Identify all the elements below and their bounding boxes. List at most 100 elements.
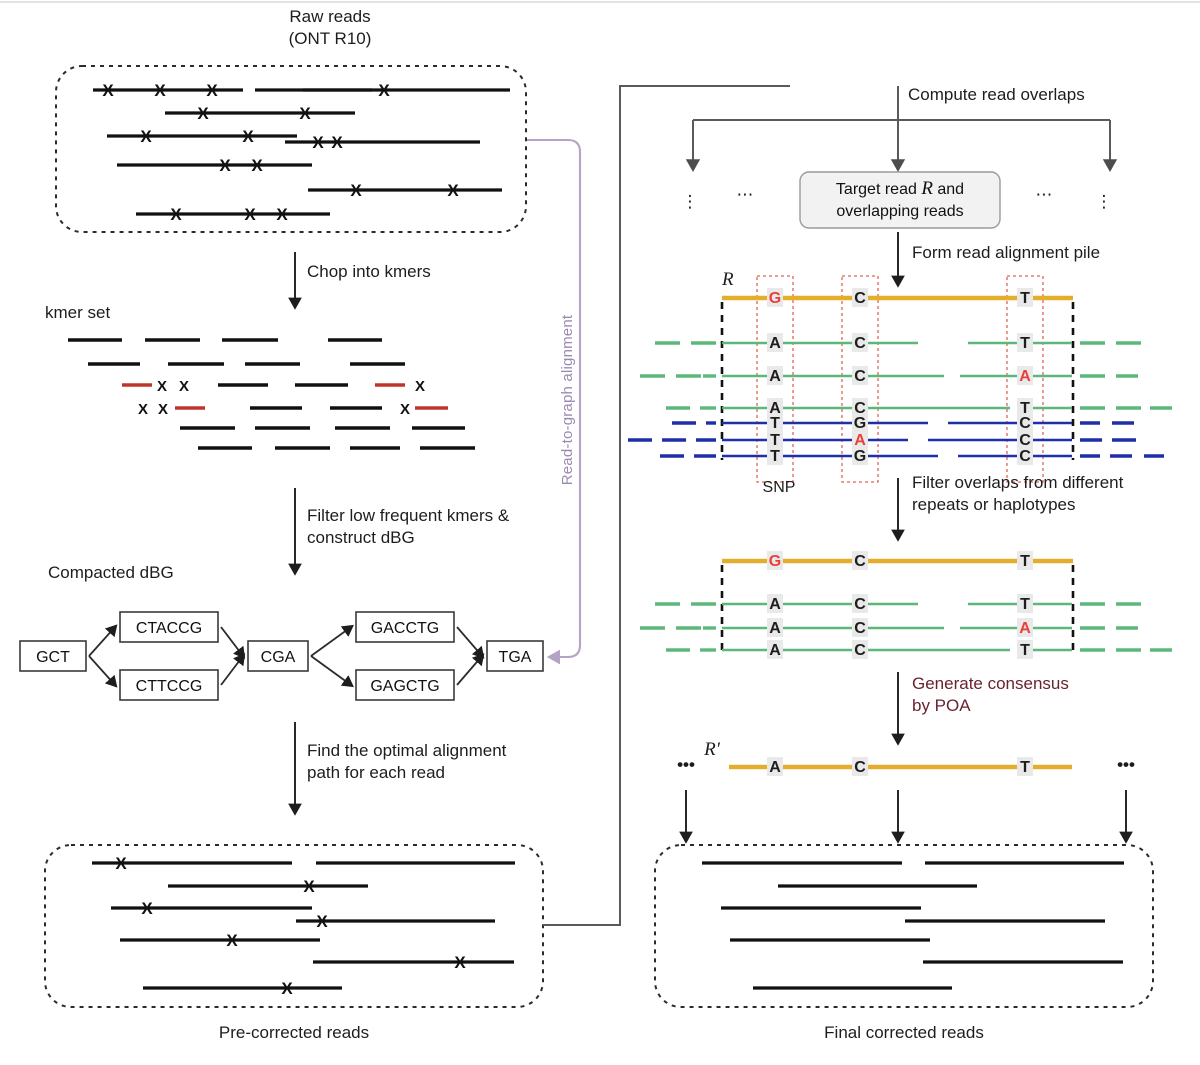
- dbg-node[interactable]: TGA: [486, 640, 544, 672]
- kmer-set-label: kmer set: [45, 303, 110, 322]
- overlap-base: A: [769, 596, 781, 613]
- base-highlight: [767, 333, 783, 352]
- ellipsis-left: ⋯: [737, 185, 754, 204]
- snp-column-box-1: [841, 275, 879, 483]
- step-consensus-group: Generate consensus by POA: [891, 672, 1069, 746]
- dbg-node[interactable]: GACCTG: [355, 611, 455, 643]
- error-x-mark: X: [115, 854, 127, 873]
- dbg-node-box[interactable]: [19, 640, 87, 672]
- error-x-mark: X: [276, 205, 288, 224]
- base-highlight: [852, 594, 868, 613]
- overlap-base: T: [1020, 335, 1030, 352]
- compute-overlaps-group: Compute read overlaps ⋮ ⋯ ⋯ ⋮ Target rea…: [682, 85, 1118, 229]
- final-reads-section: Final corrected reads: [654, 844, 1154, 1042]
- dbg-node-label: GAGCTG: [370, 678, 439, 695]
- target-box-line1-pre: Target read: [836, 181, 921, 198]
- overlap-base: A: [769, 335, 781, 352]
- base-highlight: [1017, 618, 1033, 637]
- overlap-base: C: [854, 368, 866, 385]
- dbg-node[interactable]: CTTCCG: [119, 669, 219, 701]
- base-highlight: [1017, 446, 1033, 465]
- read-line: X: [168, 877, 368, 896]
- step-filter-line2: construct dBG: [307, 528, 415, 547]
- overlap-base: T: [770, 432, 780, 449]
- base-highlight: [1017, 551, 1033, 570]
- overlap-base: C: [854, 335, 866, 352]
- target-read-box[interactable]: [799, 171, 1001, 229]
- overlap-base: C: [854, 596, 866, 613]
- dbg-node[interactable]: CGA: [247, 640, 309, 672]
- step-filter-overlaps-line2: repeats or haplotypes: [912, 495, 1076, 514]
- dbg-node-box[interactable]: [355, 611, 455, 643]
- read-line: X: [111, 899, 312, 918]
- overlap-base: A: [769, 368, 781, 385]
- final-reads-caption: Final corrected reads: [824, 1023, 984, 1042]
- read-line: X: [313, 953, 514, 972]
- base-highlight: [852, 413, 868, 432]
- dbg-node-box[interactable]: [486, 640, 544, 672]
- overlap-base: T: [1020, 400, 1030, 417]
- overlap-base: A: [769, 400, 781, 417]
- target-base: C: [854, 290, 866, 307]
- base-highlight: [1017, 594, 1033, 613]
- base-highlight: [852, 551, 868, 570]
- target-box-line1-post: and: [933, 181, 964, 198]
- connector-path: [543, 85, 790, 926]
- dbg-edges: [88, 624, 485, 688]
- dbg-node-label: GACCTG: [371, 620, 439, 637]
- overlap-base: A: [854, 432, 866, 449]
- base-highlight: [767, 398, 783, 417]
- base-highlight: [852, 288, 868, 307]
- base-highlight: [767, 288, 783, 307]
- dbg-node[interactable]: GAGCTG: [355, 669, 455, 701]
- error-x-mark: X: [140, 127, 152, 146]
- kmer-x-mark: X: [158, 401, 168, 418]
- vdots-right: ⋮: [1096, 192, 1113, 211]
- base-highlight: [1017, 333, 1033, 352]
- error-x-mark: X: [281, 979, 293, 998]
- consensus-dots-right: •••: [1117, 755, 1135, 774]
- dbg-node-box[interactable]: [247, 640, 309, 672]
- error-x-mark: X: [299, 104, 311, 123]
- error-x-mark: X: [350, 181, 362, 200]
- vdots-left: ⋮: [682, 192, 699, 211]
- precorrected-caption: Pre-corrected reads: [219, 1023, 369, 1042]
- kmer-x-mark: X: [179, 378, 189, 395]
- dbg-node-box[interactable]: [119, 611, 219, 643]
- error-x-mark: X: [219, 156, 231, 175]
- base-highlight: [852, 757, 868, 776]
- dbg-node-box[interactable]: [119, 669, 219, 701]
- read-to-graph-alignment-label: Read-to-graph alignment: [559, 314, 576, 485]
- overlap-base: C: [1019, 432, 1031, 449]
- base-highlight: [852, 430, 868, 449]
- target-base: T: [1020, 553, 1030, 570]
- base-highlight: [767, 366, 783, 385]
- base-highlight: [852, 618, 868, 637]
- error-x-mark: X: [197, 104, 209, 123]
- dbg-node[interactable]: CTACCG: [119, 611, 219, 643]
- dbg-node-label: GCT: [36, 649, 70, 666]
- base-highlight: [1017, 366, 1033, 385]
- overlap-base: C: [1019, 415, 1031, 432]
- read-line: X: [303, 81, 510, 100]
- dbg-node-label: CTACCG: [136, 620, 202, 637]
- overlap-base: T: [1020, 596, 1030, 613]
- base-highlight: [767, 446, 783, 465]
- dbg-edge: [88, 624, 118, 657]
- target-box-line1: Target read R and: [836, 178, 964, 199]
- error-x-mark: X: [206, 81, 218, 100]
- dbg-node[interactable]: GCT: [19, 640, 87, 672]
- error-x-mark: X: [331, 133, 343, 152]
- base-highlight: [767, 640, 783, 659]
- error-x-mark: X: [242, 127, 254, 146]
- dbg-node-box[interactable]: [355, 669, 455, 701]
